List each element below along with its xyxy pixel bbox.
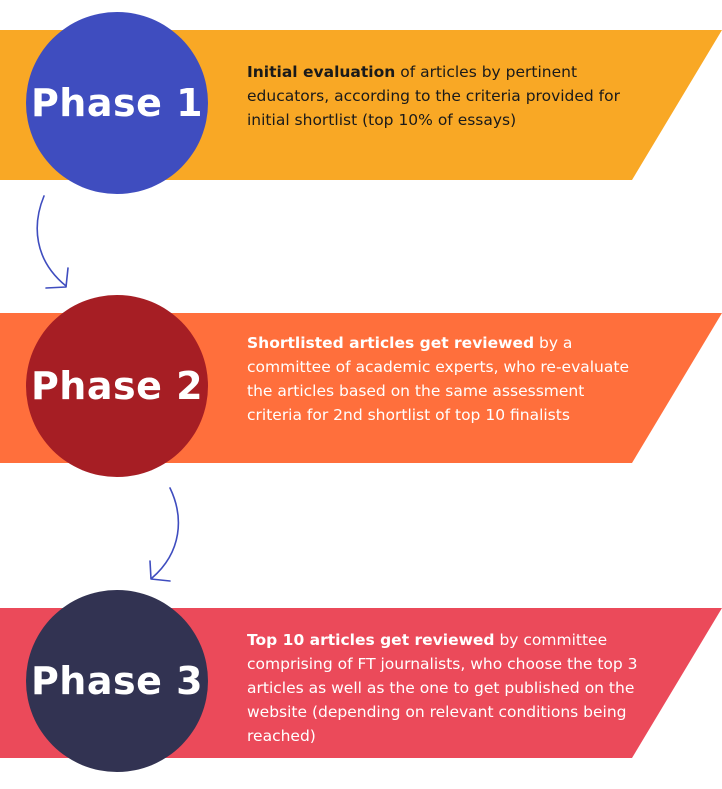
phase-1-description: Initial evaluation of articles by pertin…	[247, 60, 642, 132]
phase-3-description-bold: Top 10 articles get reviewed	[247, 631, 495, 649]
phase-3-circle: Phase 3	[26, 590, 208, 772]
arrow-1-icon	[36, 195, 69, 289]
phase-3-label: Phase 3	[30, 659, 204, 703]
phase-1-description-rest: of articles by pertinent educators, acco…	[247, 63, 620, 129]
phase-1-label: Phase 1	[30, 81, 204, 125]
phase-2-description: Shortlisted articles get reviewed by a c…	[247, 331, 642, 427]
phase-2-description-bold: Shortlisted articles get reviewed	[247, 334, 535, 352]
phase-1-circle: Phase 1	[26, 12, 208, 194]
phase-2-label: Phase 2	[30, 364, 204, 408]
phase-3-description-rest: by committee comprising of FT journalist…	[247, 631, 638, 745]
arrow-2-icon	[149, 487, 180, 582]
phase-1-description-bold: Initial evaluation	[247, 63, 396, 81]
phase-3-description: Top 10 articles get reviewed by committe…	[247, 628, 642, 748]
phase-2-description-rest: by a committee of academic experts, who …	[247, 334, 629, 424]
phase-2-circle: Phase 2	[26, 295, 208, 477]
